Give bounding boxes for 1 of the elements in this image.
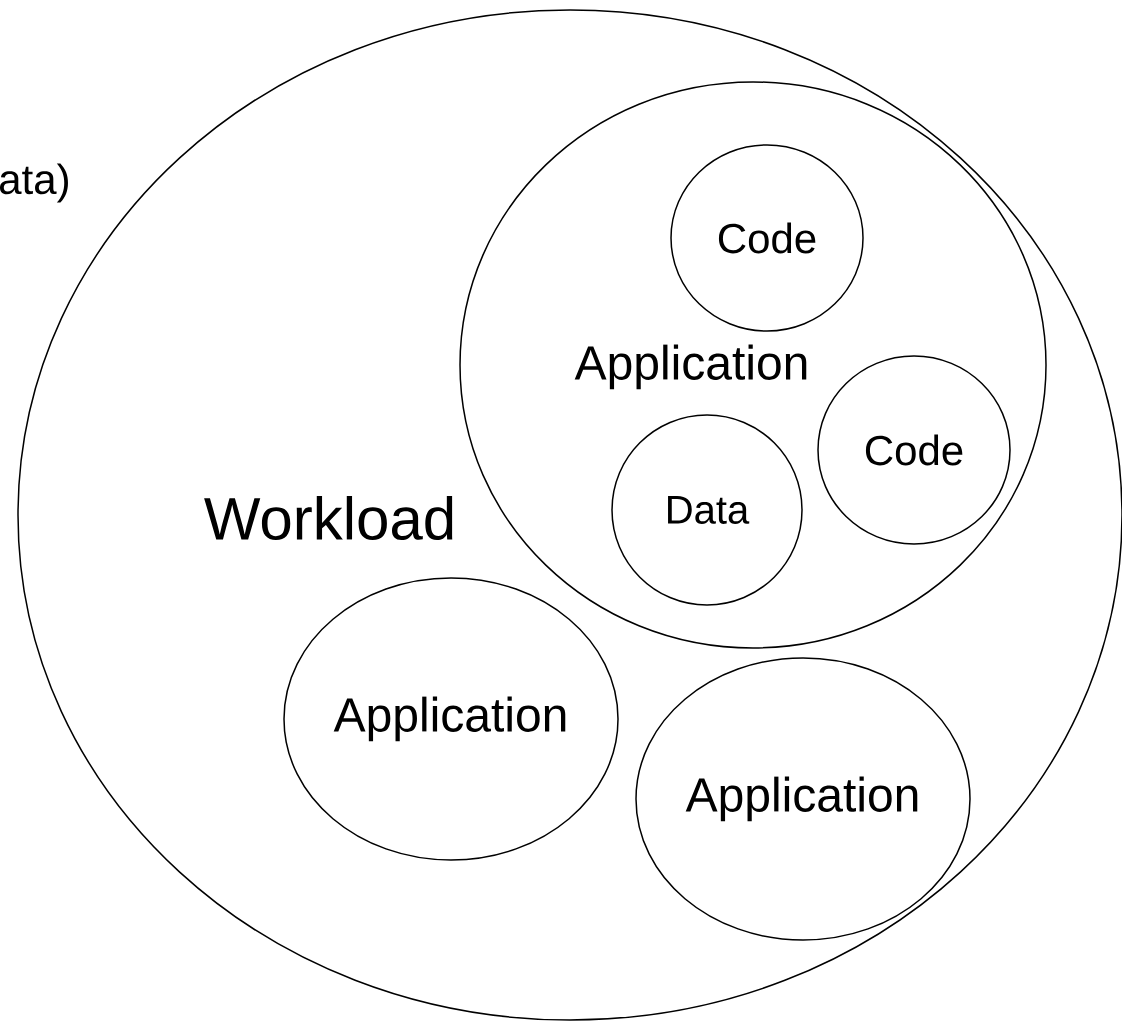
note-text: ata) — [0, 163, 68, 203]
